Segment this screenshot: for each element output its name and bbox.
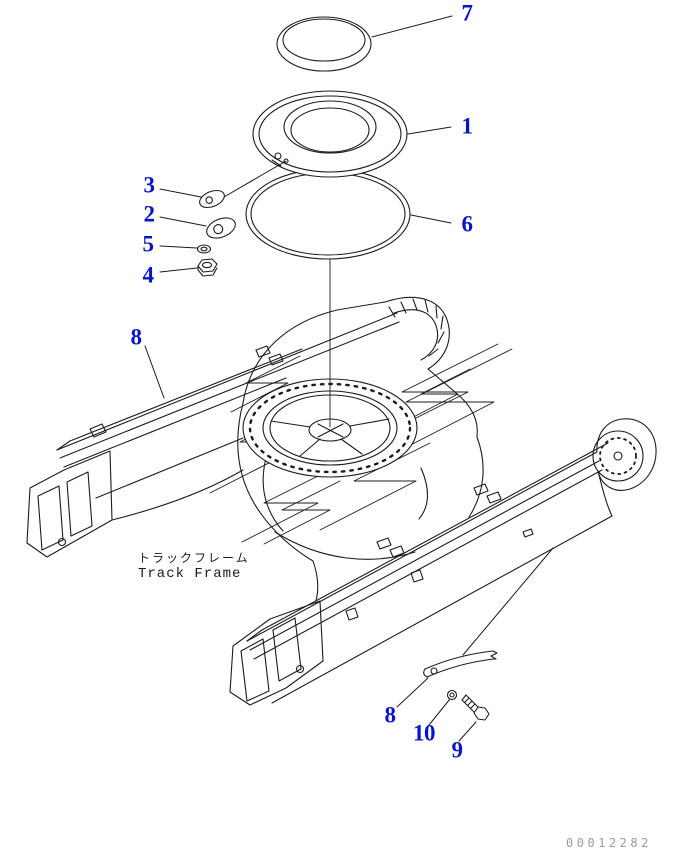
shim-strip-part-8 bbox=[423, 650, 498, 678]
callout-part-6[interactable]: 6 bbox=[461, 211, 474, 237]
leader-lines bbox=[144, 15, 554, 742]
swing-circle bbox=[242, 378, 418, 478]
right-end-cap bbox=[592, 418, 657, 517]
callout-part-10[interactable]: 10 bbox=[413, 720, 436, 746]
washer-part-5 bbox=[196, 244, 212, 254]
upper-track-beam bbox=[56, 312, 400, 499]
frame-label-english: Track Frame bbox=[138, 566, 242, 582]
frame-label-japanese: トラックフレーム bbox=[138, 551, 250, 565]
cover-ring-part-1 bbox=[252, 90, 408, 178]
drawing-number: 00012282 bbox=[566, 836, 652, 850]
center-frame bbox=[237, 296, 484, 602]
clip-details bbox=[89, 345, 534, 621]
callout-part-2[interactable]: 2 bbox=[143, 201, 156, 227]
callout-part-8-upper[interactable]: 8 bbox=[130, 324, 143, 350]
cap-part-7 bbox=[276, 16, 372, 72]
callout-part-8-lower[interactable]: 8 bbox=[384, 702, 397, 728]
plate-part-2 bbox=[206, 217, 236, 239]
nut-part-4 bbox=[197, 258, 218, 277]
lower-track-beam bbox=[246, 442, 613, 704]
washer-part-10 bbox=[446, 689, 458, 701]
track-adjuster-bracket bbox=[229, 600, 324, 706]
callout-part-7[interactable]: 7 bbox=[461, 0, 474, 26]
callout-part-5[interactable]: 5 bbox=[142, 231, 155, 257]
callout-part-1[interactable]: 1 bbox=[461, 113, 474, 139]
callout-part-9[interactable]: 9 bbox=[451, 737, 464, 763]
bolt-part-9 bbox=[461, 694, 490, 721]
callout-part-3[interactable]: 3 bbox=[143, 172, 156, 198]
left-idler-bracket bbox=[26, 450, 244, 558]
plate-part-3 bbox=[199, 189, 225, 209]
seal-ring-part-6 bbox=[245, 168, 411, 260]
callout-part-4[interactable]: 4 bbox=[142, 262, 155, 288]
